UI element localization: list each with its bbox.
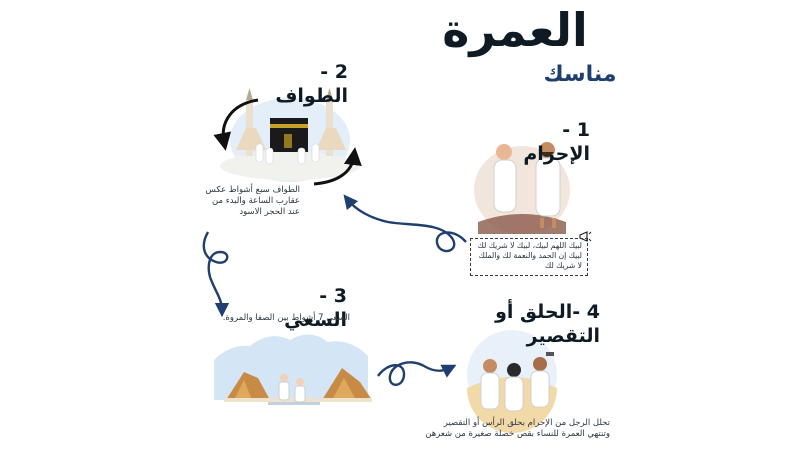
flow-arrow-tawaf-to-sai (202, 231, 230, 318)
ihram-illustration (474, 142, 570, 234)
step-description-halq: تحلل الرجل من الإحرام بحلق الرأس أو التق… (425, 418, 610, 439)
step-title-tawaf: 2 - الطواف (275, 61, 348, 107)
talbiya-text: لبيك اللهم لبيك، لبيك لا شريك لك لبيك إن… (477, 241, 582, 270)
halq-illustration (467, 330, 557, 433)
circular-arrow-right-icon (313, 147, 362, 186)
page-title: العمرة (442, 3, 588, 57)
step-title-halq: 4 -الحلق أو التقصير (495, 301, 600, 347)
step-title-ihram: 1 - الإحرام (523, 119, 590, 165)
flow-arrow-sai-to-halq (377, 361, 457, 386)
page-subtitle: مناسك (543, 62, 617, 87)
circular-arrow-left-icon (213, 98, 259, 151)
step-description-sai: السعي 7 أشواط بين الصفا والمروة. (222, 313, 350, 323)
flow-arrow-ihram-to-tawaf (343, 194, 467, 253)
tawaf-illustration (213, 88, 362, 186)
sai-illustration (214, 334, 372, 405)
talbiya-box (470, 238, 588, 276)
step-title-sai: 3 - السعي (284, 285, 347, 331)
step-description-tawaf: الطواف سبع أشواط عكس عقارب الساعة والبدء… (205, 185, 300, 217)
